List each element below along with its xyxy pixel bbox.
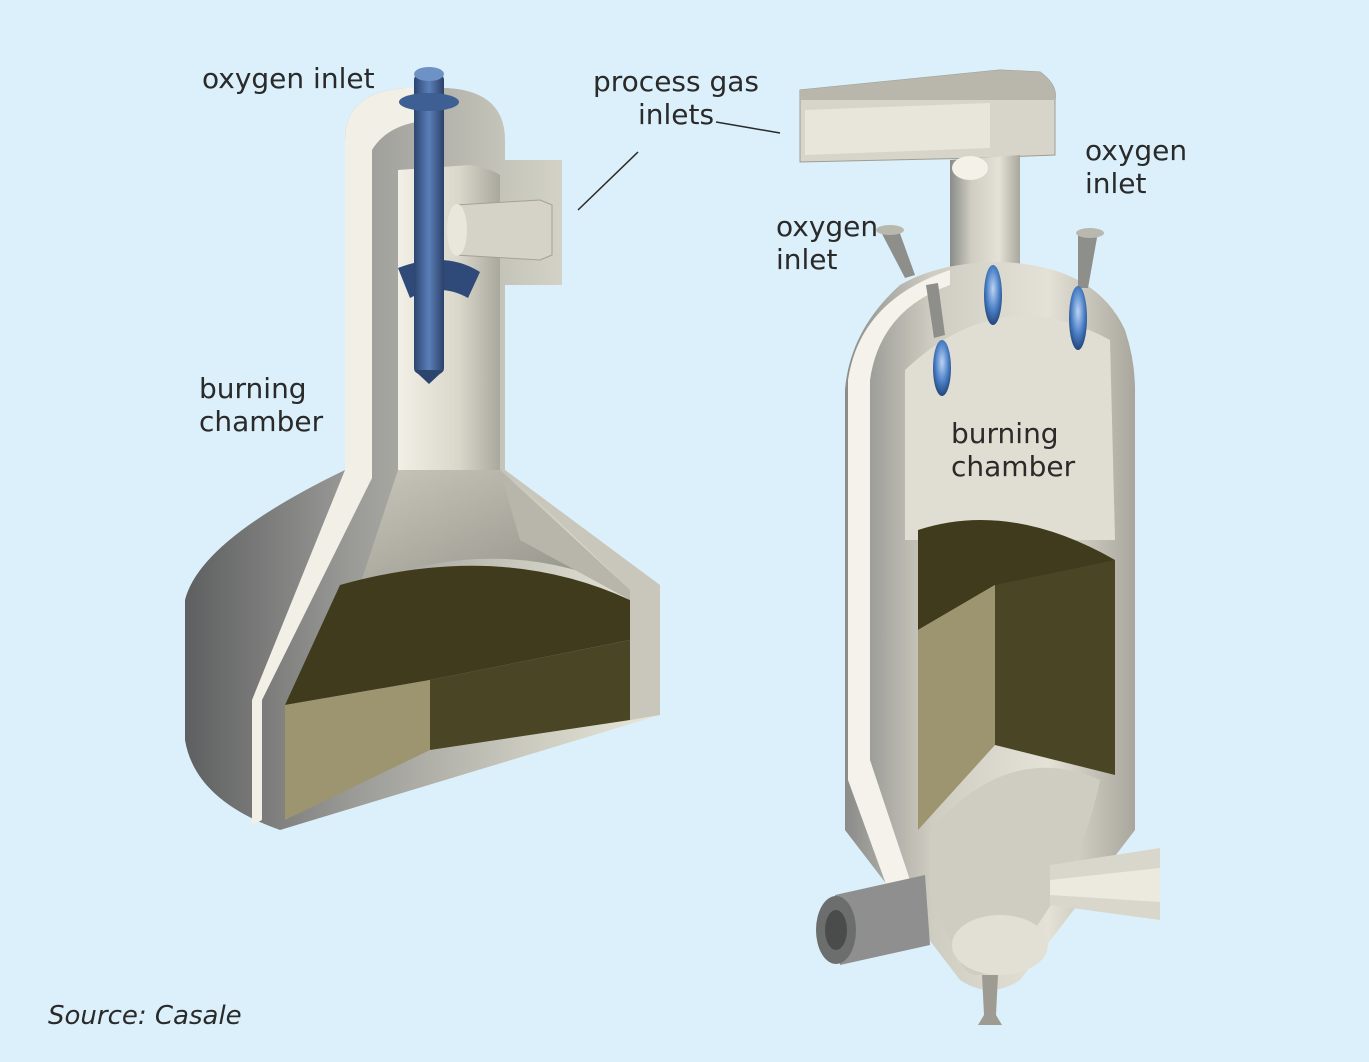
right-inner-dome — [905, 316, 1115, 540]
left-reactor — [185, 67, 660, 830]
left-burning-chamber-line1: burning — [199, 372, 307, 405]
right-bottom-nozzle — [978, 975, 1002, 1025]
left-burning-chamber-label: burning chamber — [199, 372, 323, 438]
source-credit: Source: Casale — [48, 1001, 242, 1031]
leader-line-right — [715, 121, 781, 134]
right-oxygen-inlet-side-label: oxygen inlet — [776, 210, 878, 276]
right-neck — [950, 155, 1020, 285]
right-catalyst-bed-light — [918, 585, 995, 830]
right-oxygen-inlet-top-line2: inlet — [1085, 167, 1147, 200]
right-left-outlet-pipe — [835, 875, 930, 965]
process-gas-inlets-line1: process gas — [593, 65, 760, 98]
right-oxygen-nozzles — [876, 225, 1104, 338]
left-catalyst-bed-dark — [430, 640, 630, 750]
left-catalyst-bed-light — [285, 680, 430, 820]
right-oxygen-inlet-side-line1: oxygen — [776, 210, 879, 243]
right-reactor — [799, 69, 1160, 1025]
left-burning-chamber-line2: chamber — [199, 405, 324, 438]
process-gas-inlets-label: process gas inlets — [593, 65, 759, 131]
right-oxygen-inlet-side-line2: inlet — [776, 243, 838, 276]
left-oxygen-lance — [414, 74, 444, 374]
right-catalyst-bed-dark — [995, 560, 1115, 775]
right-oxygen-inlet-top-label: oxygen inlet — [1085, 134, 1187, 200]
right-burning-chamber-line2: chamber — [951, 450, 1076, 483]
process-gas-inlets-line2: inlets — [637, 98, 715, 131]
right-oxygen-flames — [933, 265, 1087, 396]
right-burning-chamber-label: burning chamber — [951, 417, 1075, 483]
left-shell-cut-face — [252, 88, 440, 825]
left-oxygen-inlet-label: oxygen inlet — [202, 62, 375, 95]
left-catalyst-bed-top — [285, 565, 630, 705]
right-shell-cut-face — [848, 270, 950, 950]
right-catalyst-bed-top — [918, 520, 1115, 630]
right-oxygen-inlet-top-line1: oxygen — [1085, 134, 1188, 167]
right-burning-chamber-line1: burning — [951, 417, 1059, 450]
leader-line-left — [577, 151, 639, 211]
